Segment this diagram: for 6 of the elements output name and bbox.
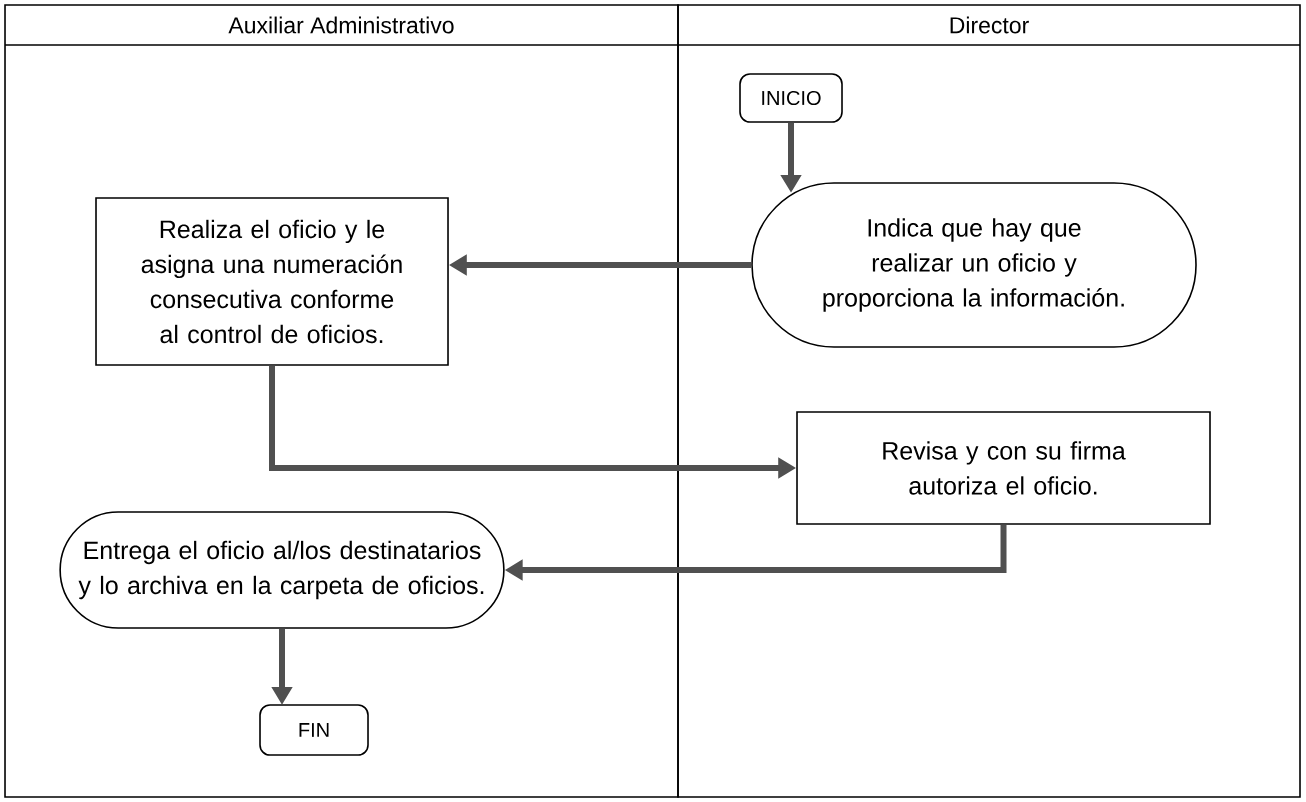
process-box: Realiza el oficio y le asigna una numeración consecutiva conforme al control de oficios. [95, 197, 449, 366]
process-stadium: Indica que hay que realizar un oficio y proporciona la información. [751, 182, 1197, 348]
process-box: Revisa y con su firma autoriza el oficio. [796, 411, 1211, 525]
terminal-box: INICIO [739, 73, 843, 123]
terminal-box: FIN [259, 704, 369, 756]
process-stadium: Entrega el oficio al/los destinatarios y lo archiva en la carpeta de oficios. [59, 511, 505, 629]
